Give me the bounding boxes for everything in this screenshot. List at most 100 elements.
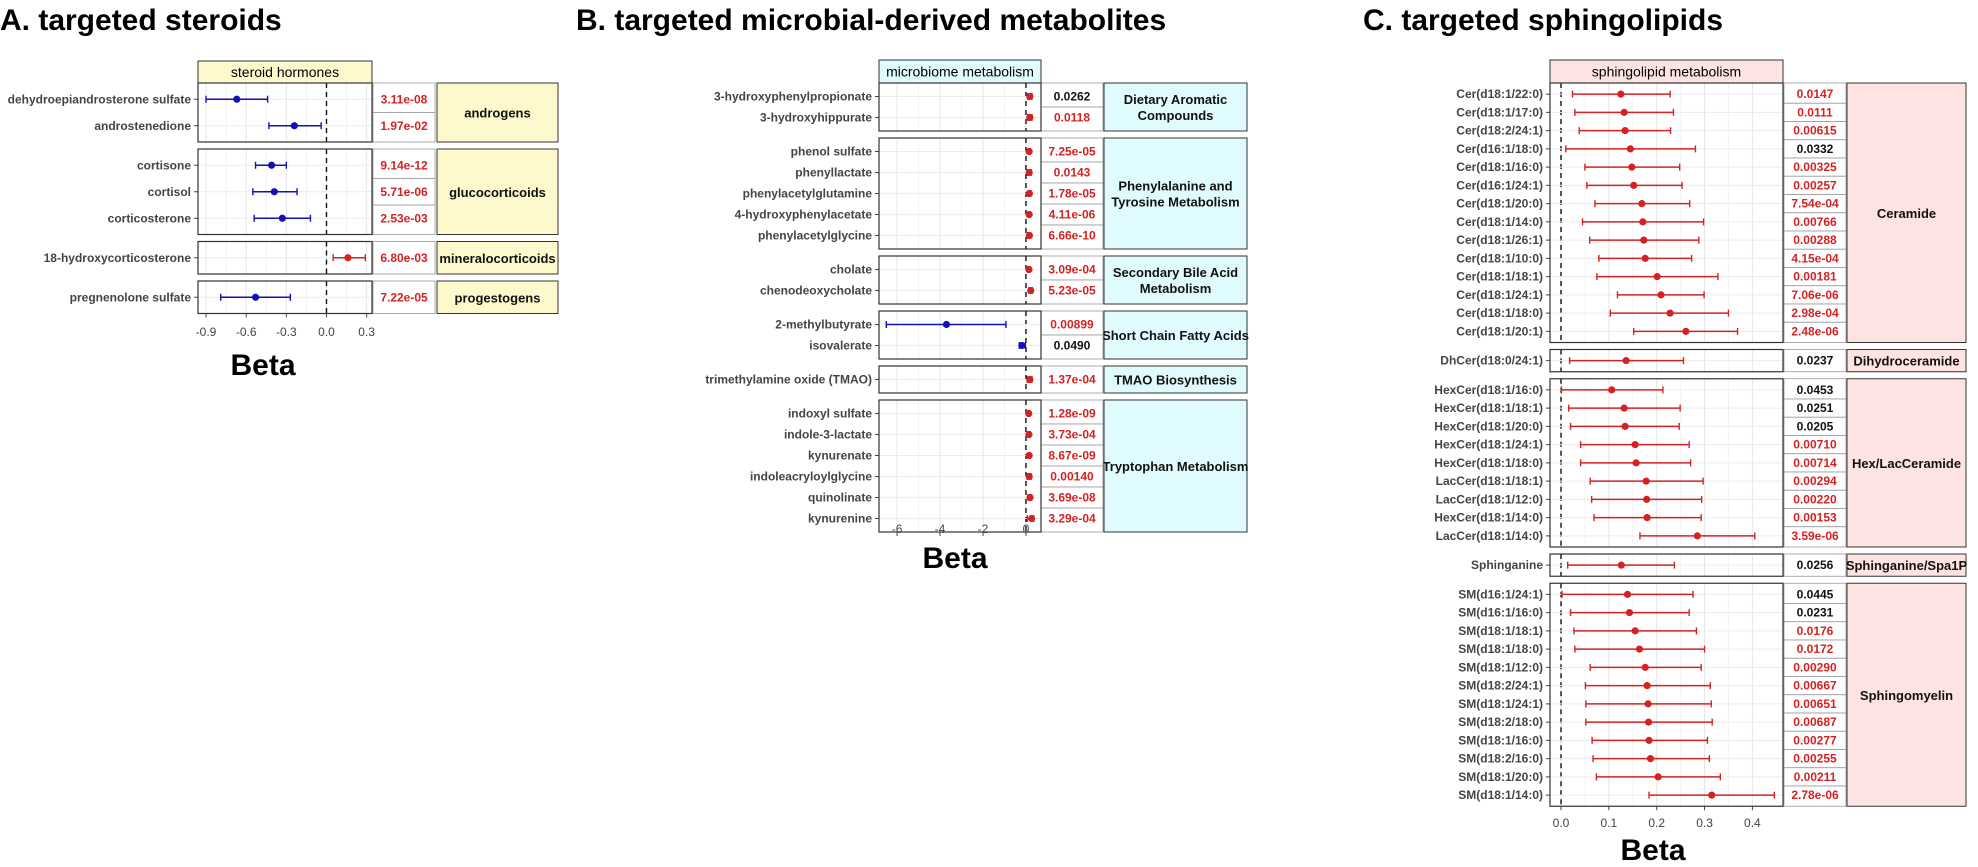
y-tick-label: indoxyl sulfate — [788, 407, 872, 421]
x-axis-label: Beta — [230, 349, 295, 382]
facet-group: SphingomyelinSM(d16:1/24:1)0.0445SM(d16:… — [1458, 582, 1967, 807]
beta-point — [1025, 210, 1033, 219]
p-value: 5.23e-05 — [1048, 284, 1096, 298]
panel-a: A. targeted steroids steroid hormones andr… — [0, 4, 559, 382]
facet-background — [1550, 83, 1783, 343]
p-value: 0.0176 — [1797, 624, 1834, 638]
facet-group: Tryptophan Metabolism indoxyl sulfate 1.28… — [750, 399, 1249, 533]
p-value: 0.00220 — [1793, 492, 1837, 506]
x-tick-label: -0.6 — [236, 325, 257, 339]
x-tick-label: 0.2 — [1648, 816, 1665, 830]
beta-point — [1644, 700, 1652, 708]
p-value: 1.28e-09 — [1048, 407, 1096, 421]
p-value: 0.00181 — [1793, 270, 1837, 284]
category-box — [1103, 310, 1248, 360]
y-tick-label: dehydroepiandrosterone sulfate — [8, 92, 192, 106]
facet-border — [197, 240, 373, 275]
p-value: 5.71e-06 — [380, 185, 428, 199]
p-value: 0.0490 — [1054, 339, 1091, 353]
category-box — [1846, 349, 1967, 373]
p-value-cell — [372, 204, 436, 235]
category-box — [1103, 137, 1248, 250]
category-label: Tryptophan Metabolism — [1103, 459, 1249, 474]
facet-border — [1549, 553, 1784, 577]
facet-border — [1549, 582, 1784, 807]
category-box — [436, 82, 559, 143]
facet-border — [197, 82, 373, 143]
beta-point — [1025, 409, 1033, 418]
y-tick-label: SM(d18:1/16:0) — [1458, 733, 1543, 747]
beta-point — [1626, 145, 1634, 153]
strip-label: microbiome metabolism — [886, 64, 1034, 80]
y-tick-label: SM(d16:1/24:1) — [1458, 587, 1543, 601]
p-value-cell — [1040, 399, 1104, 425]
strip-label: steroid hormones — [231, 64, 339, 80]
p-value: 0.0172 — [1797, 642, 1834, 656]
p-value: 0.00257 — [1793, 178, 1837, 192]
p-value: 0.0231 — [1797, 606, 1834, 620]
beta-point — [344, 254, 352, 262]
strip-label: sphingolipid metabolism — [1592, 64, 1741, 80]
beta-point — [1682, 327, 1690, 335]
y-tick-label: pregnenolone sulfate — [70, 290, 192, 304]
category-label: androgens — [464, 106, 530, 121]
y-tick-label: Sphinganine — [1471, 558, 1543, 572]
y-tick-label: Cer(d18:1/26:1) — [1456, 233, 1543, 247]
beta-point — [1026, 493, 1034, 502]
panel-title: A. targeted steroids — [0, 4, 282, 37]
y-tick-label: 3-hydroxyhippurate — [760, 111, 872, 125]
y-tick-label: phenylacetylglycine — [758, 229, 872, 243]
x-tick-label: -0.3 — [276, 325, 297, 339]
x-tick-label: 0.3 — [358, 325, 375, 339]
facet-border — [1549, 378, 1784, 548]
p-value-cell — [372, 280, 436, 314]
y-tick-label: cortisone — [137, 158, 191, 172]
p-value-cell — [1040, 82, 1104, 108]
beta-point — [1644, 718, 1653, 726]
y-tick-label: SM(d18:2/16:0) — [1458, 752, 1543, 766]
category-label: Sphinganine/Spa1P — [1846, 558, 1968, 573]
p-value: 0.0453 — [1797, 383, 1834, 397]
p-value-cell — [1783, 321, 1847, 343]
facet-border — [197, 148, 373, 236]
p-value: 0.0147 — [1797, 87, 1834, 101]
y-tick-label: SM(d18:2/24:1) — [1458, 679, 1543, 693]
x-axis-label: Beta — [1620, 834, 1685, 867]
p-value: 0.00153 — [1793, 511, 1837, 525]
beta-point — [1620, 108, 1628, 116]
category-box — [1103, 255, 1248, 305]
y-tick-label: 4-hydroxyphenylacetate — [735, 208, 873, 222]
p-value-cell — [1040, 310, 1104, 336]
x-tick-label: -4 — [935, 522, 946, 536]
category-label: Dihydroceramide — [1853, 354, 1959, 369]
beta-point — [1018, 341, 1026, 350]
beta-point — [1025, 189, 1033, 198]
p-value: 7.22e-05 — [380, 290, 428, 304]
category-box — [1846, 378, 1967, 548]
p-value-cell — [372, 241, 436, 275]
category-box — [1846, 82, 1967, 343]
y-tick-label: indoleacryloylglycine — [750, 470, 872, 484]
beta-point — [1645, 736, 1653, 744]
beta-point — [1631, 441, 1639, 449]
p-value: 4.15e-04 — [1791, 251, 1839, 265]
p-value: 1.97e-02 — [380, 119, 428, 133]
p-value: 0.00714 — [1793, 456, 1837, 470]
p-value: 4.11e-06 — [1049, 208, 1096, 222]
y-tick-label: 18-hydroxycorticosterone — [44, 251, 192, 265]
beta-point — [1631, 627, 1639, 635]
p-value: 0.0111 — [1797, 105, 1833, 119]
p-value-cell — [1040, 334, 1104, 360]
facet-border — [878, 310, 1042, 360]
y-tick-label: phenol sulfate — [791, 145, 873, 159]
x-tick-label: -0.9 — [196, 325, 217, 339]
p-value: 0.00899 — [1050, 318, 1094, 332]
p-value: 3.69e-08 — [1048, 491, 1096, 505]
y-tick-label: androstenedione — [94, 119, 191, 133]
beta-point — [1608, 386, 1616, 394]
category-label: progestogens — [455, 290, 541, 305]
beta-point — [1026, 375, 1034, 384]
beta-point — [1025, 231, 1033, 240]
